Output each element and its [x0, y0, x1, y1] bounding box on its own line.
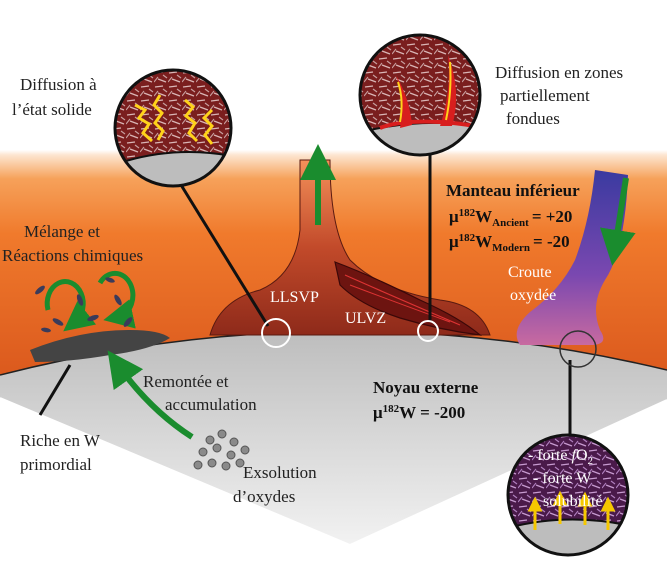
mixing-swirls: [35, 270, 136, 333]
label-mixing-1: Mélange et: [24, 222, 100, 241]
w-rich-patch: [30, 330, 170, 362]
label-diffusion-melt-3: fondues: [506, 109, 560, 128]
label-w-rich-2: primordial: [20, 455, 92, 474]
label-diffusion-solid-2: l’état solide: [12, 100, 92, 119]
mu-modern: μ182WModern= -20: [449, 232, 570, 254]
label-oxide-crust-1: Croute: [508, 264, 552, 281]
ulvz-zone: [334, 261, 482, 336]
label-llsvp: LLSVP: [270, 289, 319, 306]
label-lower-mantle: Manteau inférieur: [446, 181, 580, 200]
label-w-solubility-1: - forte W: [533, 470, 592, 487]
llsvp-marker: [261, 318, 291, 348]
label-oxide-crust-2: oxydée: [510, 287, 556, 304]
exsolution-bubbles: [193, 429, 250, 471]
pointer-w-rich: [38, 364, 72, 416]
label-diffusion-solid-1: Diffusion à: [20, 75, 97, 94]
core-mu: μ182W= -200: [373, 403, 465, 422]
label-ulvz: ULVZ: [345, 310, 386, 327]
mu-ancient: μ182WAncient= +20: [449, 207, 572, 229]
label-rise-1: Remontée et: [143, 372, 229, 391]
label-exsolution-1: Exsolution: [243, 463, 317, 482]
outer-core: [0, 331, 667, 545]
label-mixing-2: Réactions chimiques: [2, 246, 143, 265]
rise-arrow: [107, 350, 194, 440]
downwelling-arrow: [600, 177, 636, 266]
label-exsolution-2: d’oxydes: [233, 487, 295, 506]
label-rise-2: accumulation: [165, 395, 257, 414]
zoom-melt-diffusion: [358, 33, 482, 157]
label-fo2: - forte fO2: [528, 447, 593, 467]
label-w-solubility-2: solubilité: [543, 493, 603, 510]
oxide-crust: [516, 170, 628, 345]
label-w-rich-1: Riche en W: [20, 431, 101, 450]
label-diffusion-melt-1: Diffusion en zones: [495, 63, 623, 82]
ulvz-marker: [417, 320, 439, 342]
zoom-solid-diffusion: [113, 68, 233, 188]
crust-marker: [559, 330, 597, 368]
label-outer-core: Noyau externe: [373, 378, 479, 397]
label-diffusion-melt-2: partiellement: [500, 86, 590, 105]
pointer-llsvp: [176, 179, 270, 327]
llsvp-plume: [209, 159, 491, 336]
